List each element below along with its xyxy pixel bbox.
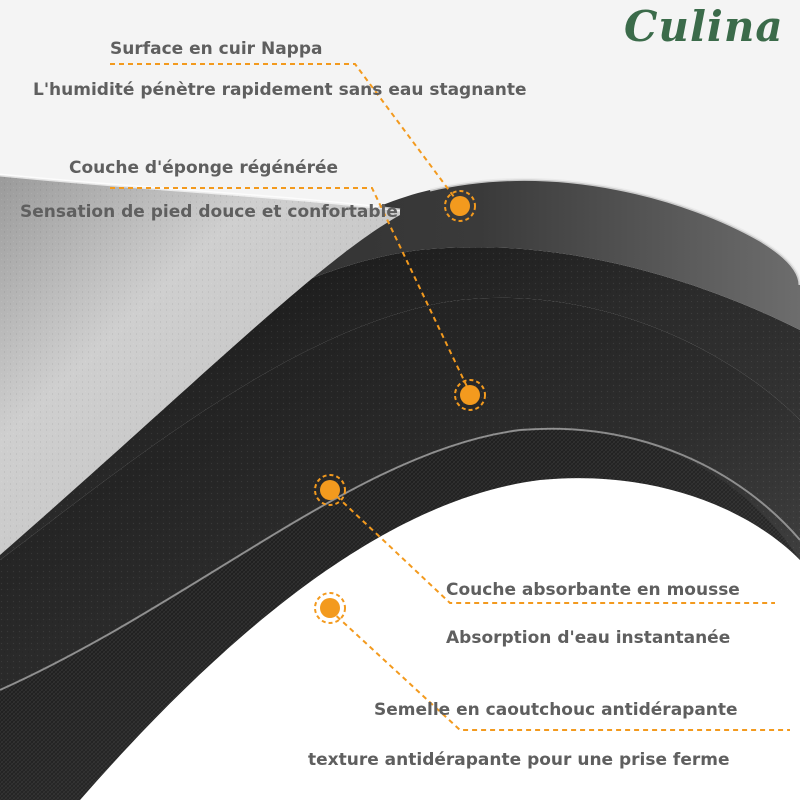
callout-title-foam-layer: Couche absorbante en mousse [446, 580, 740, 600]
callout-desc-sponge-layer: Sensation de pied douce et confortable [20, 202, 398, 222]
marker-dot-sponge [454, 379, 486, 411]
leather-underside [0, 179, 800, 470]
leader-line-sponge [110, 187, 471, 394]
leader-line-surface [110, 63, 461, 206]
leader-lines [110, 63, 790, 731]
leather-texture [0, 175, 400, 555]
marker-dot-sole [314, 592, 346, 624]
leader-line-sole [329, 609, 790, 731]
leather-edge-highlight [429, 178, 800, 286]
callout-title-sponge-layer: Couche d'éponge régénérée [69, 158, 339, 178]
layer-edge [0, 427, 800, 691]
callout-desc-nappa-surface: L'humidité pénètre rapidement sans eau s… [33, 80, 527, 100]
marker-dot-surface [444, 190, 476, 222]
marker-dots [314, 190, 486, 624]
brand-logo: Culina [624, 2, 784, 51]
callout-title-rubber-sole: Semelle en caoutchouc antidérapante [374, 700, 738, 720]
foam-texture [0, 297, 800, 690]
leather-top-edge [0, 173, 401, 212]
leader-line-foam [329, 489, 775, 604]
callout-desc-rubber-sole: texture antidérapante pour une prise fer… [308, 750, 730, 770]
callout-desc-foam-layer: Absorption d'eau instantanée [446, 628, 731, 648]
callout-title-nappa-surface: Surface en cuir Nappa [110, 39, 323, 59]
marker-dot-foam [314, 474, 346, 506]
base-sheet [0, 459, 800, 800]
rubber-sole-texture [0, 428, 800, 800]
